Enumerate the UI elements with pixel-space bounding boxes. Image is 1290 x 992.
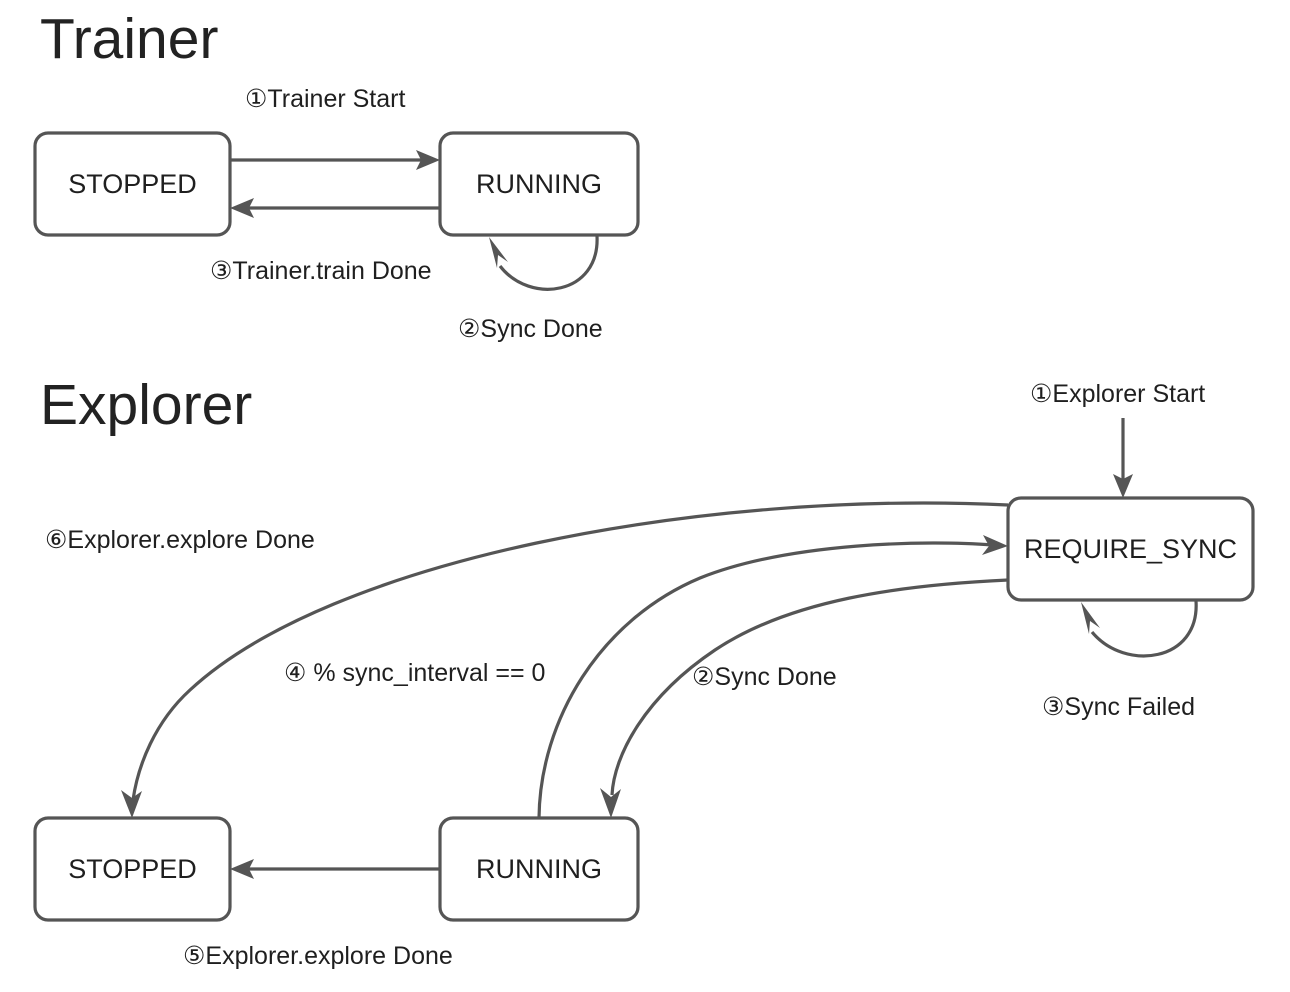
explorer-edge-sync-interval-arrowhead bbox=[982, 535, 1008, 555]
explorer-state-require-sync-box[interactable] bbox=[1006, 496, 1255, 602]
trainer-edge-sync-done bbox=[489, 235, 599, 291]
explorer-state-require-sync[interactable]: REQUIRE_SYNC bbox=[1006, 496, 1255, 602]
explorer-section-title: Explorer bbox=[40, 373, 252, 437]
trainer-section-title: Trainer bbox=[40, 7, 218, 71]
trainer-edge-start-label: ①Trainer Start bbox=[245, 85, 405, 113]
explorer-edge-sync-failed-label: ③Sync Failed bbox=[1042, 693, 1195, 721]
trainer-state-running[interactable]: RUNNING bbox=[438, 131, 640, 237]
trainer-edge-sync-done-arrowhead bbox=[489, 237, 508, 268]
explorer-edge-explore-done-outer-line bbox=[131, 501, 1009, 801]
explorer-edge-explore-done-outer-arrowhead bbox=[121, 790, 142, 818]
explorer-edge-explore-done-bottom-arrowhead bbox=[230, 859, 254, 879]
trainer-edge-start-arrowhead bbox=[416, 150, 440, 170]
trainer-edge-start bbox=[230, 150, 440, 170]
explorer-edge-sync-done-arrowhead bbox=[600, 788, 621, 818]
explorer-edge-start-arrowhead bbox=[1113, 474, 1133, 498]
trainer-state-running-box[interactable] bbox=[438, 131, 640, 237]
explorer-edge-sync-done bbox=[600, 578, 1009, 818]
explorer-edge-sync-interval-line bbox=[537, 541, 993, 819]
trainer-state-running-label: RUNNING bbox=[476, 169, 602, 199]
explorer-state-require-sync-label: REQUIRE_SYNC bbox=[1024, 534, 1237, 564]
explorer-edge-sync-failed bbox=[1081, 600, 1198, 658]
explorer-edge-sync-done-label: ②Sync Done bbox=[692, 663, 837, 691]
explorer-edge-explore-done-outer bbox=[121, 501, 1009, 818]
trainer-edge-train-done bbox=[230, 198, 440, 218]
trainer-state-stopped-label: STOPPED bbox=[68, 169, 197, 199]
explorer-state-running[interactable]: RUNNING bbox=[438, 816, 640, 922]
trainer-edge-sync-done-loop bbox=[498, 235, 599, 291]
trainer-edge-train-done-label: ③Trainer.train Done bbox=[210, 257, 432, 285]
explorer-state-running-label: RUNNING bbox=[476, 854, 602, 884]
explorer-edge-explore-done-bottom bbox=[230, 859, 440, 879]
explorer-edge-sync-failed-arrowhead bbox=[1081, 602, 1100, 634]
explorer-edge-sync-interval-label: ④ % sync_interval == 0 bbox=[284, 659, 545, 687]
trainer-state-stopped-box[interactable] bbox=[33, 131, 232, 237]
explorer-edge-explore-done-bottom-label: ⑤Explorer.explore Done bbox=[183, 942, 453, 970]
explorer-edge-sync-done-line bbox=[610, 578, 1009, 796]
trainer-edge-train-done-arrowhead bbox=[230, 198, 254, 218]
explorer-edge-sync-interval bbox=[537, 535, 1008, 819]
explorer-edge-sync-failed-loop bbox=[1090, 600, 1198, 658]
trainer-edge-sync-done-label: ②Sync Done bbox=[458, 315, 603, 343]
explorer-edge-explore-done-outer-label: ⑥Explorer.explore Done bbox=[45, 526, 315, 554]
explorer-state-stopped[interactable]: STOPPED bbox=[33, 816, 232, 922]
explorer-state-stopped-label: STOPPED bbox=[68, 854, 197, 884]
trainer-state-stopped[interactable]: STOPPED bbox=[33, 131, 232, 237]
explorer-edge-start-label: ①Explorer Start bbox=[1030, 380, 1205, 408]
explorer-edge-start bbox=[1113, 418, 1133, 498]
